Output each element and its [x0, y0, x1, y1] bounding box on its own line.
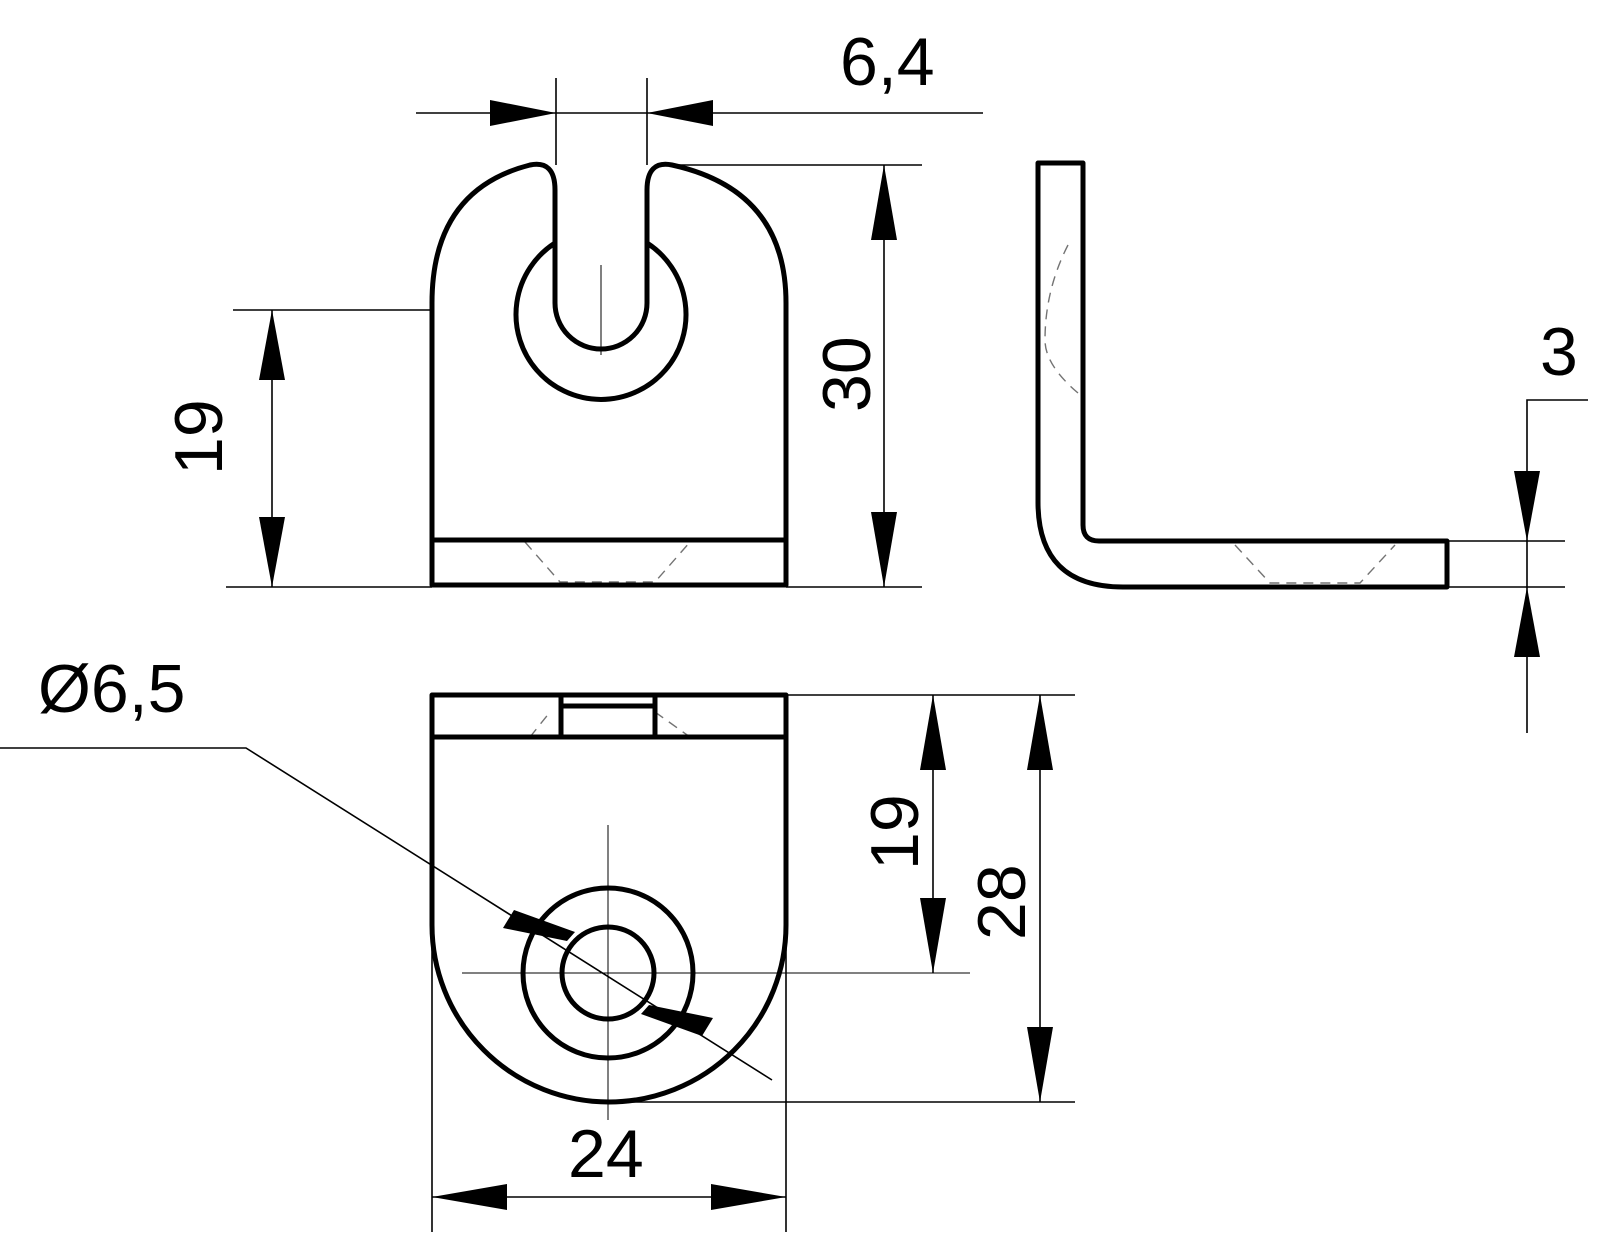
hidden-hole-lines — [524, 541, 691, 583]
side-hidden-lower — [1234, 544, 1396, 584]
width-dimension: 24 — [431, 925, 787, 1232]
top-19-dimension: 19 — [786, 694, 1075, 973]
top-19-label: 19 — [857, 794, 933, 870]
front-19-dimension: 19 — [161, 309, 432, 588]
overall-height-label: 30 — [809, 336, 885, 412]
side-view-outline — [1035, 160, 1450, 590]
counterbore-ring — [513, 240, 689, 402]
slot-width-label: 6,4 — [840, 24, 935, 100]
hole-diameter-dimension: Ø6,5 — [0, 651, 773, 1081]
front-19-label: 19 — [161, 399, 237, 475]
side-hidden-upper — [1044, 244, 1079, 394]
overall-height-dimension: 30 — [672, 164, 922, 588]
slot-width-dimension: 6,4 — [416, 24, 983, 165]
top-28-label: 28 — [964, 864, 1040, 940]
width-label: 24 — [568, 1116, 644, 1192]
thickness-dimension: 3 — [1447, 314, 1588, 733]
hole-diameter-label: Ø6,5 — [38, 651, 185, 727]
front-view-outline — [429, 161, 789, 588]
top-28-dimension: 28 — [608, 695, 1075, 1103]
front-view — [429, 161, 789, 588]
top-view — [429, 692, 970, 1120]
top-hidden-lines — [529, 711, 691, 738]
thickness-label: 3 — [1540, 314, 1578, 390]
side-view — [1035, 160, 1450, 590]
